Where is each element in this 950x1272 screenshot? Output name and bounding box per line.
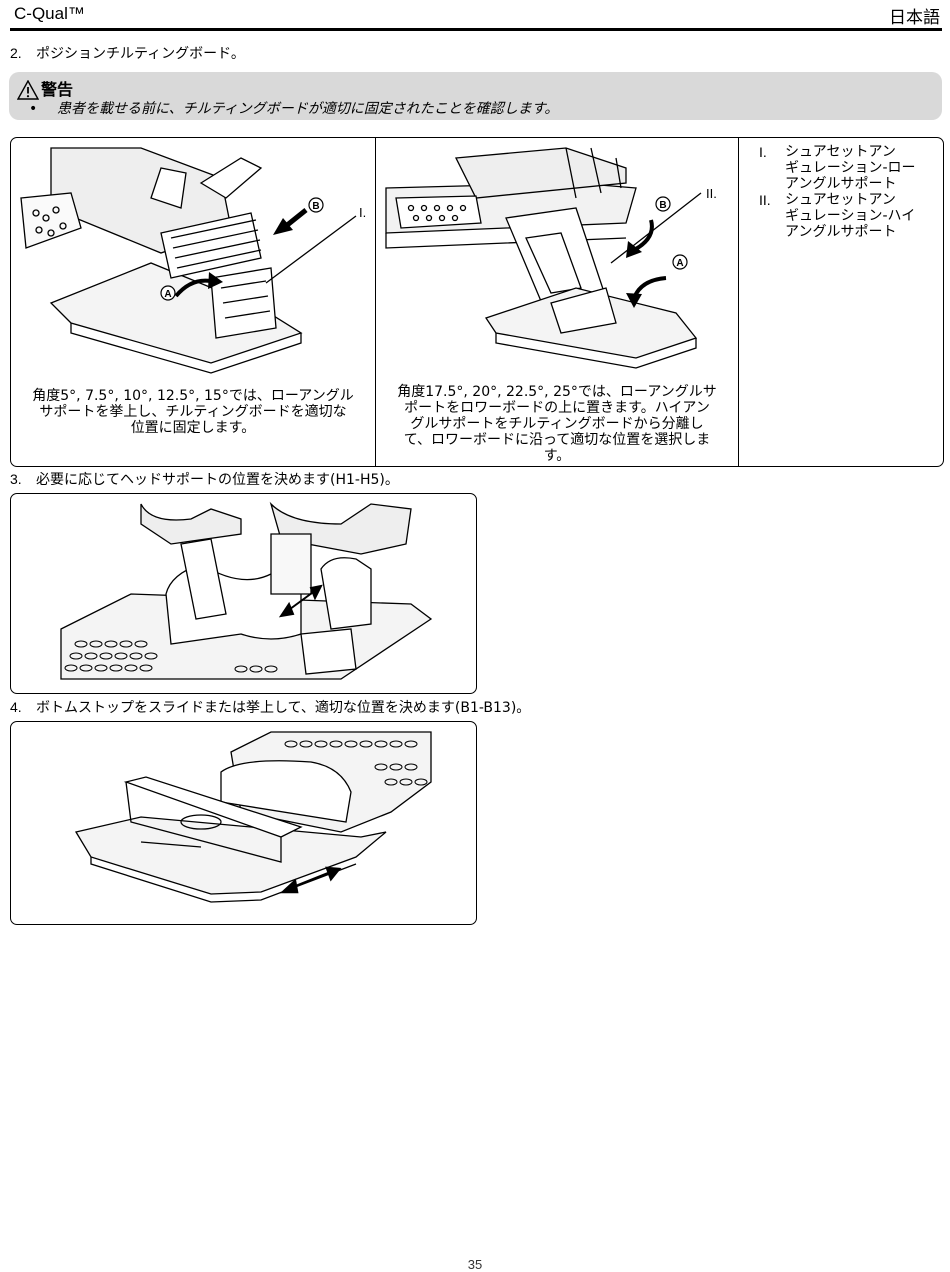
step-number: 3. xyxy=(10,471,22,487)
page-number: 35 xyxy=(467,1257,483,1272)
figure-ref-i: I. xyxy=(359,205,366,220)
figure-cell-high-angle: B A II. 角度17.5°, 20°, 22.5°, 25°では、ローアング… xyxy=(376,138,739,466)
legend-cell: I. シュアセットアン ギュレーション-ロー アングルサポート II. シュアセ… xyxy=(739,138,943,466)
caption-line: 角度17.5°, 20°, 22.5°, 25°では、ローアングルサ xyxy=(397,384,717,400)
callout-a: A xyxy=(164,289,171,300)
step-4: 4. ボトムストップをスライドまたは挙上して、適切な位置を決めます(B1-B13)… xyxy=(10,697,530,717)
callout-b: B xyxy=(659,200,666,211)
step-2: 2. ポジションチルティングボード。 xyxy=(10,43,245,63)
legend-item: II. シュアセットアン ギュレーション-ハイ アングルサポート xyxy=(759,192,916,240)
legend-line: アングルサポート xyxy=(785,224,897,240)
caption-low-angle: 角度5°, 7.5°, 10°, 12.5°, 15°では、ローアングル サポー… xyxy=(17,388,369,436)
step-number: 4. xyxy=(10,699,22,715)
bottom-stop-illustration xyxy=(74,731,432,903)
caption-line: て、ロワーボードに沿って適切な位置を選択しま xyxy=(403,432,711,448)
head-support-illustration xyxy=(60,501,433,680)
step-text: ポジションチルティングボード。 xyxy=(36,46,245,62)
caption-line: サポートを挙上し、チルティングボードを適切な xyxy=(39,404,347,420)
warning-box: 警告 • 患者を載せる前に、チルティングボードが適切に固定されたことを確認します。 xyxy=(9,72,942,120)
legend-number: I. xyxy=(759,144,767,160)
legend-number: II. xyxy=(759,192,771,208)
caption-high-angle: 角度17.5°, 20°, 22.5°, 25°では、ローアングルサ ポートをロ… xyxy=(382,384,732,464)
legend-line: ギュレーション-ロー xyxy=(785,160,916,176)
caption-line: 角度5°, 7.5°, 10°, 12.5°, 15°では、ローアングル xyxy=(32,388,354,404)
warning-message: • 患者を載せる前に、チルティングボードが適切に固定されたことを確認します。 xyxy=(29,98,558,118)
figure-table: A B I. 角度5°, 7.5°, 10°, 12.5°, 15°では、ローア… xyxy=(10,137,944,467)
warning-title: 警告 xyxy=(41,80,74,99)
legend-line: シュアセットアン xyxy=(785,192,896,208)
low-angle-support-illustration: A B I. xyxy=(20,147,366,374)
legend-line: シュアセットアン xyxy=(785,144,896,160)
step-text: ボトムストップをスライドまたは挙上して、適切な位置を決めます(B1-B13)。 xyxy=(36,700,531,716)
step-3: 3. 必要に応じてヘッドサポートの位置を決めます(H1-H5)。 xyxy=(10,469,399,489)
step-text: 必要に応じてヘッドサポートの位置を決めます(H1-H5)。 xyxy=(36,472,399,488)
page-header: C-Qual™ 日本語 xyxy=(10,0,942,31)
head-support-figure xyxy=(10,493,477,694)
figure-ref-ii: II. xyxy=(706,186,717,201)
legend-line: アングルサポート xyxy=(785,176,897,192)
callout-b: B xyxy=(312,201,319,212)
callout-a: A xyxy=(676,258,683,269)
legend-item: I. シュアセットアン ギュレーション-ロー アングルサポート xyxy=(759,144,916,192)
caption-line: ポートをロワーボードの上に置きます。ハイアン xyxy=(404,400,710,416)
legend: I. シュアセットアン ギュレーション-ロー アングルサポート II. シュアセ… xyxy=(759,144,916,240)
high-angle-support-illustration: B A II. xyxy=(385,147,717,369)
product-name: C-Qual™ xyxy=(14,4,85,23)
bullet: • xyxy=(29,101,38,117)
caption-line: グルサポートをチルティングボードから分離し xyxy=(410,416,704,432)
bottom-stop-figure xyxy=(10,721,477,925)
warning-triangle-icon xyxy=(17,80,39,100)
figure-cell-low-angle: A B I. 角度5°, 7.5°, 10°, 12.5°, 15°では、ローア… xyxy=(11,138,376,466)
warning-text: 患者を載せる前に、チルティングボードが適切に固定されたことを確認します。 xyxy=(57,101,559,117)
language-label: 日本語 xyxy=(889,8,940,28)
step-number: 2. xyxy=(10,45,22,61)
caption-line: す。 xyxy=(543,448,571,464)
legend-line: ギュレーション-ハイ xyxy=(785,208,916,224)
caption-line: 位置に固定します。 xyxy=(130,420,256,436)
